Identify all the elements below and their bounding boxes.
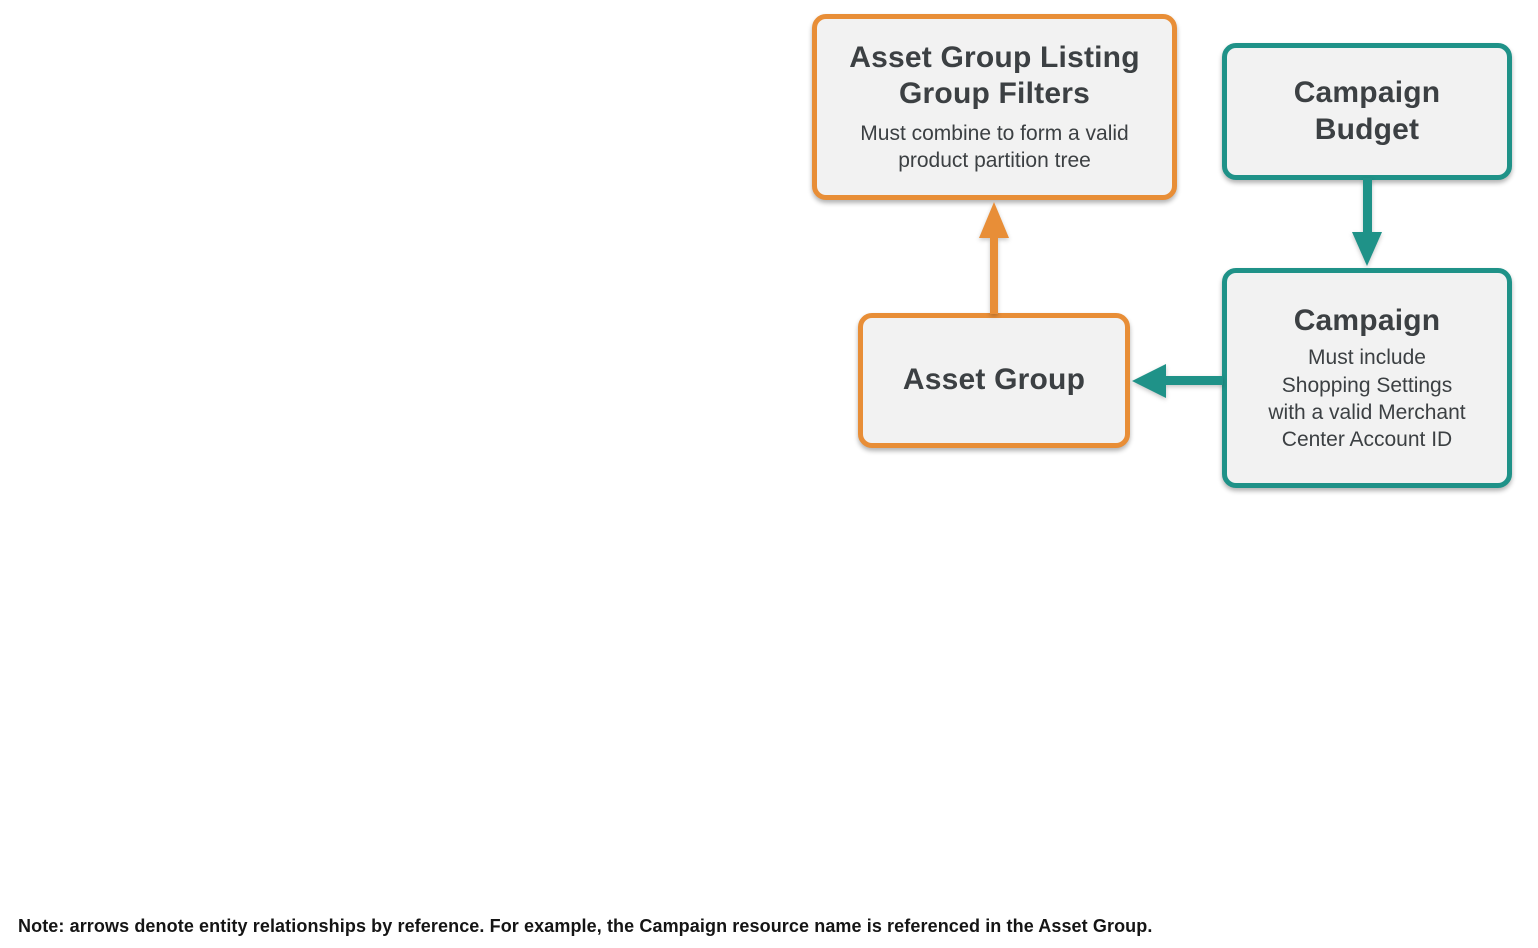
arrow-shaft	[1164, 376, 1223, 385]
node-title: Campaign	[1293, 303, 1441, 337]
arrow-shaft	[990, 234, 998, 314]
node-asset-group: Asset Group	[858, 313, 1130, 448]
arrow-up-head-icon	[979, 202, 1009, 238]
node-title: Asset Group	[902, 363, 1086, 397]
node-title: Campaign Budget	[1293, 75, 1441, 146]
arrow-down-head-icon	[1352, 232, 1382, 266]
node-subtitle: Must include Shopping Settings with a va…	[1268, 346, 1466, 452]
arrow-left-head-icon	[1132, 364, 1166, 398]
node-campaign: Campaign Must include Shopping Settings …	[1222, 268, 1512, 488]
node-subtitle: Must combine to form a valid product par…	[860, 121, 1129, 173]
node-asset-group-listing-group-filters: Asset Group Listing Group Filters Must c…	[812, 14, 1177, 200]
arrow-shaft	[1363, 178, 1372, 234]
footnote: Note: arrows denote entity relationships…	[18, 916, 1153, 936]
node-campaign-budget: Campaign Budget	[1222, 43, 1512, 180]
node-title: Asset Group Listing Group Filters	[849, 40, 1140, 111]
